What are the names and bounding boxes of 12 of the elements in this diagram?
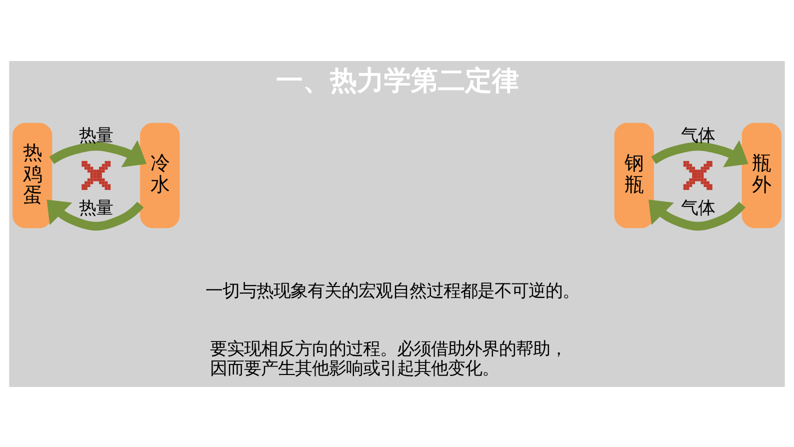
node-box: 热鸡蛋 [12,122,52,228]
label: 要实现相反方向的过程。必须借助外界的帮助，因而要产生其他影响或引起其他变化。 [210,339,568,378]
label: 一切与热现象有关的宏观自然过程都是不可逆的。 [205,281,580,302]
edge-label: 热量 [79,198,114,218]
node-box: 钢瓶 [614,122,654,228]
node-box: 瓶外 [742,122,782,228]
arrow [46,199,144,230]
arrow [648,199,746,230]
edge-label: 气体 [680,126,715,146]
node-box: 冷水 [140,122,180,228]
edge-label: 气体 [680,198,715,218]
edge-label: 热量 [79,126,114,146]
